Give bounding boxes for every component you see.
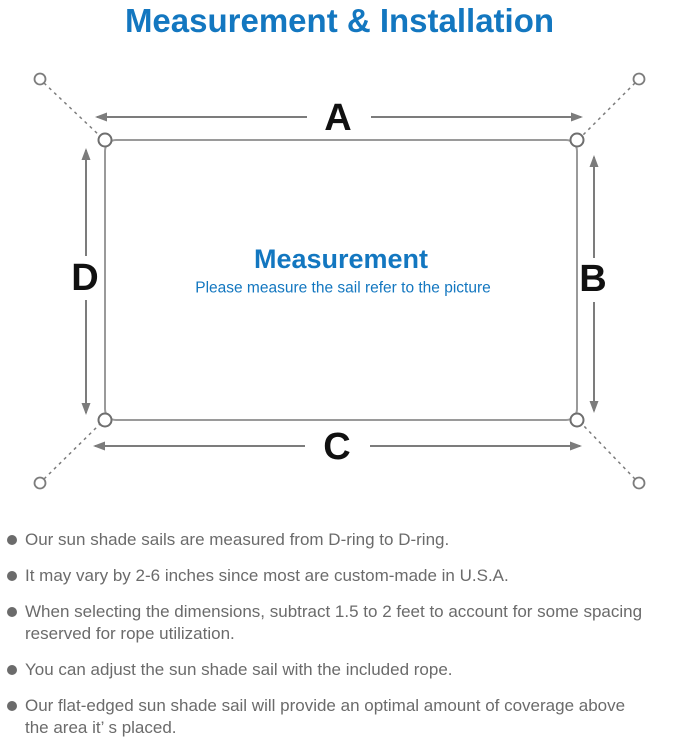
- dim-label-d: D: [71, 257, 98, 299]
- measurement-diagram: A C D B Measurement Please measure the s…: [33, 72, 646, 490]
- bullet-dot-icon: [7, 607, 17, 617]
- note-item: When selecting the dimensions, subtract …: [6, 601, 673, 645]
- dashed-tie-bottom-left: [43, 423, 101, 480]
- dim-label-b: B: [579, 258, 606, 300]
- note-item: You can adjust the sun shade sail with t…: [6, 659, 673, 681]
- dashed-tie-bottom-right: [581, 423, 636, 480]
- note-text: When selecting the dimensions, subtract …: [25, 602, 643, 643]
- note-item: It may vary by 2-6 inches since most are…: [6, 565, 673, 587]
- anchor-point-top-right: [632, 72, 646, 86]
- d-ring-bottom-left: [97, 412, 113, 428]
- note-text: Our flat-edged sun shade sail will provi…: [25, 696, 626, 737]
- page-title: Measurement & Installation: [124, 2, 555, 39]
- notes-list: Our sun shade sails are measured from D-…: [0, 529, 679, 739]
- bullet-dot-icon: [7, 535, 17, 545]
- anchor-point-bottom-left: [33, 476, 47, 490]
- note-text: It may vary by 2-6 inches since most are…: [25, 566, 509, 585]
- note-text: Our sun shade sails are measured from D-…: [25, 530, 450, 549]
- dashed-tie-top-right: [581, 82, 636, 137]
- sail-outline: [104, 139, 578, 421]
- bullet-dot-icon: [7, 571, 17, 581]
- note-item: Our sun shade sails are measured from D-…: [6, 529, 673, 551]
- diagram-center-title: Measurement: [254, 244, 428, 274]
- d-ring-top-right: [569, 132, 585, 148]
- note-item: Our flat-edged sun shade sail will provi…: [6, 695, 673, 739]
- bullet-dot-icon: [7, 701, 17, 711]
- dim-label-c: C: [323, 426, 350, 468]
- dim-label-a: A: [324, 97, 351, 139]
- note-text: You can adjust the sun shade sail with t…: [25, 660, 453, 679]
- anchor-point-bottom-right: [632, 476, 646, 490]
- anchor-point-top-left: [33, 72, 47, 86]
- diagram-center-subtitle: Please measure the sail refer to the pic…: [195, 280, 491, 297]
- dashed-tie-top-left: [43, 82, 101, 137]
- d-ring-bottom-right: [569, 412, 585, 428]
- d-ring-top-left: [97, 132, 113, 148]
- bullet-dot-icon: [7, 665, 17, 675]
